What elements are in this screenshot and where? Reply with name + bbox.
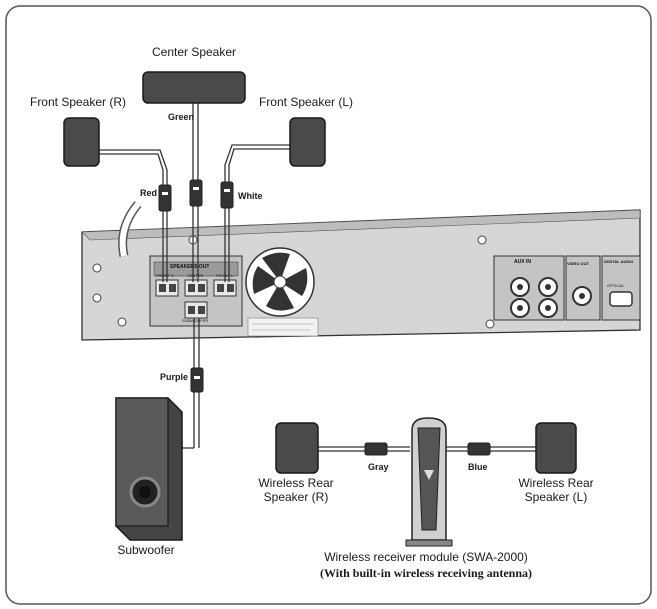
center-speaker-label: Center Speaker	[151, 45, 237, 59]
optical-label: OPTICAL	[607, 283, 625, 288]
connector-red	[158, 184, 172, 212]
front-speaker-right-label: Front Speaker (R)	[29, 95, 127, 109]
wireless-rear-speaker-left	[535, 422, 577, 474]
wireless-receiver-module	[405, 417, 453, 547]
digital-audio-block	[601, 255, 641, 321]
green-wire-label: Green	[168, 112, 195, 122]
center-terminal-label: CENTER	[187, 273, 204, 278]
subwoofer-unit	[115, 397, 183, 541]
receiver-module-label: Wireless receiver module (SWA-2000)	[324, 550, 528, 564]
connector-blue	[467, 442, 491, 456]
main-unit-rear-panel	[81, 209, 641, 341]
wireless-rear-left-label-line1: Wireless Rear	[518, 476, 594, 490]
subwoofer-terminal-label: SUBWOOFER	[182, 318, 209, 323]
red-wire-label: Red	[140, 188, 158, 198]
front-l-label: FRONT L	[216, 273, 234, 278]
wireless-rear-speaker-right	[275, 422, 319, 474]
purple-wire-label: Purple	[160, 372, 189, 382]
cooling-fan	[245, 247, 315, 317]
speaker-wires	[98, 103, 536, 452]
blue-wire-label: Blue	[468, 462, 488, 472]
speakers-out-label: SPEAKERS OUT	[170, 264, 210, 270]
receiver-module-note: (With built-in wireless receiving antenn…	[319, 566, 533, 580]
front-r-label: FRONT R	[156, 273, 174, 278]
wire-connectors	[158, 179, 491, 456]
video-out-label: VIDEO OUT	[567, 261, 590, 266]
wireless-rear-right-label-line2: Speaker (R)	[263, 490, 329, 504]
wireless-rear-left-label-line2: Speaker (L)	[524, 490, 588, 504]
connector-purple	[190, 367, 204, 393]
gray-wire-label: Gray	[368, 462, 389, 472]
wireless-rear-right-label-line1: Wireless Rear	[258, 476, 334, 490]
connector-gray	[364, 442, 388, 456]
connector-white	[220, 181, 234, 209]
connector-green	[189, 179, 203, 207]
white-wire-label: White	[238, 191, 263, 201]
model-sticker	[247, 317, 319, 337]
front-speaker-left-label: Front Speaker (L)	[258, 95, 354, 109]
optical-jack[interactable]	[609, 291, 633, 307]
center-speaker	[142, 71, 246, 104]
aux-in-label: AUX IN	[514, 259, 531, 265]
digital-audio-label: DIGITAL AUDIO	[604, 259, 634, 264]
subwoofer-label: Subwoofer	[117, 543, 175, 557]
front-speaker-left	[289, 117, 326, 167]
front-speaker-right	[63, 117, 100, 167]
